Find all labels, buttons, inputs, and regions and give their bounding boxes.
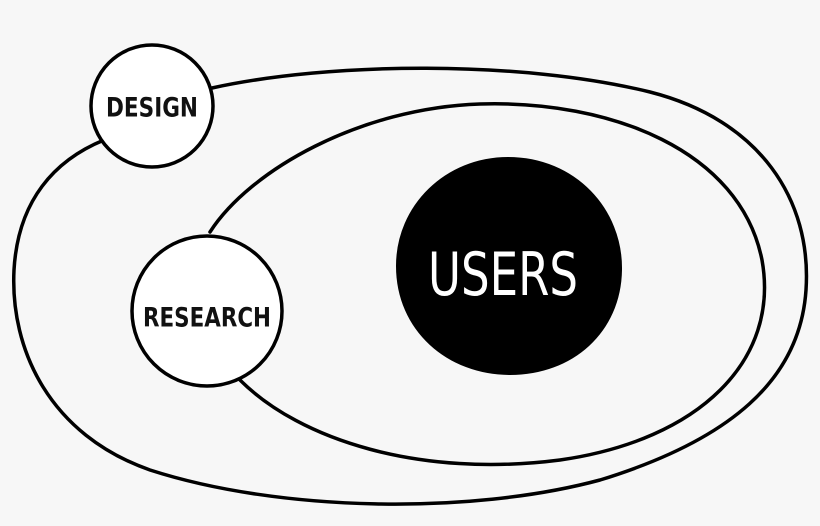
research-label: RESEARCH bbox=[143, 303, 271, 334]
research-bubble bbox=[130, 234, 284, 388]
outer-ring bbox=[12, 66, 809, 506]
design-bubble bbox=[89, 43, 215, 169]
design-label: DESIGN bbox=[106, 93, 198, 124]
users-core bbox=[395, 156, 623, 376]
users-label: USERS bbox=[428, 240, 578, 310]
middle-ring bbox=[208, 102, 767, 467]
